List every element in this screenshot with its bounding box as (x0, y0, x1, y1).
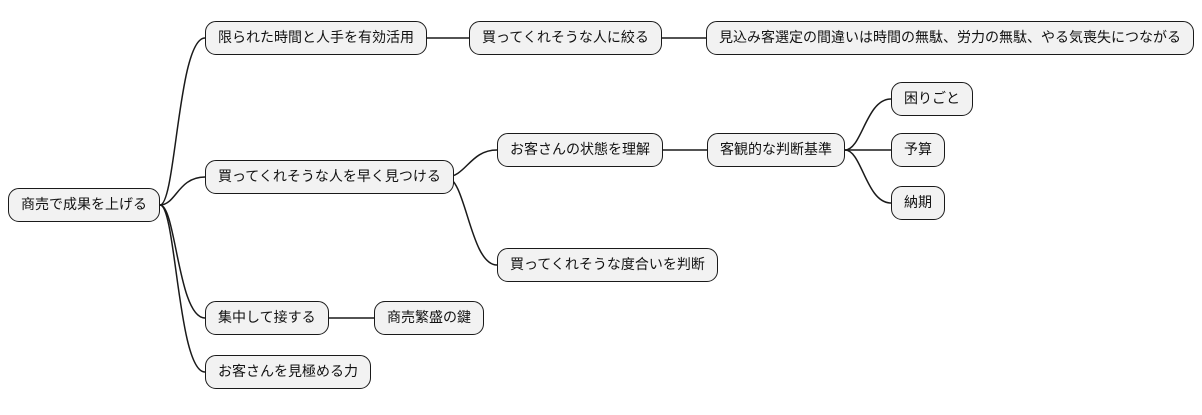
edge-criteria-to-deadline (844, 149, 892, 204)
node-find-buyers-fast[interactable]: 買ってくれそうな人を早く見つける (205, 160, 454, 194)
edge-root-to-focus-serving (159, 204, 206, 319)
node-budget[interactable]: 予算 (891, 133, 945, 167)
edge-find-buyers-to-judge-likelihood (445, 176, 498, 266)
node-judge-buy-likelihood[interactable]: 買ってくれそうな度合いを判断 (497, 248, 718, 282)
node-objective-criteria[interactable]: 客観的な判断基準 (707, 133, 845, 167)
node-discern-customers[interactable]: お客さんを見極める力 (205, 355, 371, 389)
node-root[interactable]: 商売で成果を上げる (8, 188, 160, 222)
node-focus-serving[interactable]: 集中して接する (205, 301, 329, 335)
edge-root-to-discern-customers (159, 204, 206, 373)
node-deadline[interactable]: 納期 (891, 186, 945, 220)
node-key-to-prosperity[interactable]: 商売繁盛の鍵 (374, 301, 484, 335)
edge-criteria-to-troubles (844, 98, 892, 151)
node-understand-customer-state[interactable]: お客さんの状態を理解 (497, 133, 663, 167)
node-prospect-selection-waste[interactable]: 見込み客選定の間違いは時間の無駄、労力の無駄、やる気喪失につながる (706, 21, 1194, 55)
edge-root-to-limited-time (159, 37, 206, 206)
node-limited-time[interactable]: 限られた時間と人手を有効活用 (205, 21, 427, 55)
node-troubles[interactable]: 困りごと (891, 82, 973, 116)
edge-root-to-find-buyers-fast (159, 176, 206, 206)
node-narrow-buyers[interactable]: 買ってくれそうな人に絞る (469, 21, 662, 55)
